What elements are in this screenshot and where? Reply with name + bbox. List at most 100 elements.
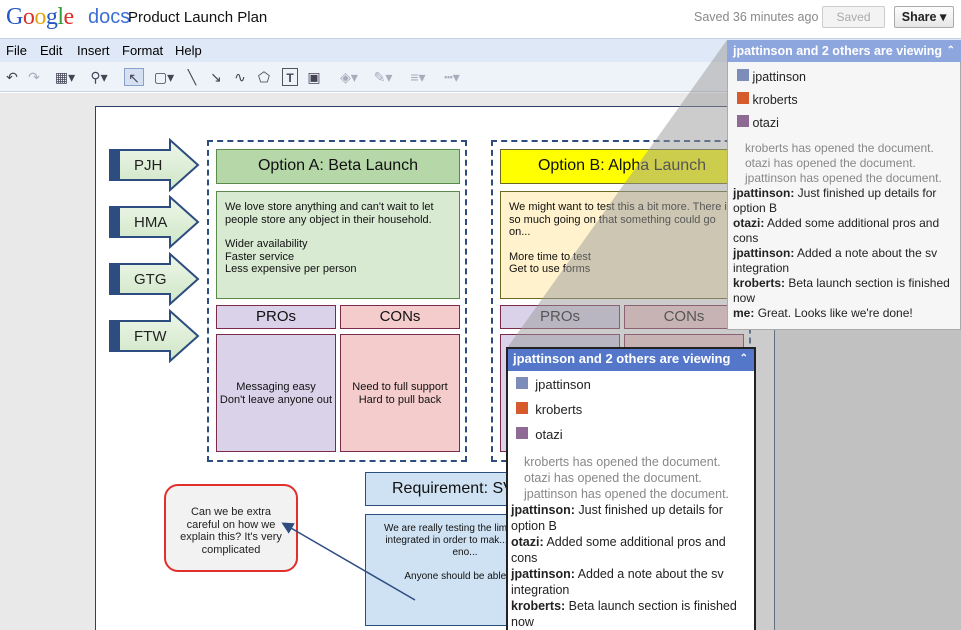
message-user: jpattinson: bbox=[511, 567, 575, 581]
message-user: kroberts: bbox=[511, 599, 566, 613]
cons-line: Hard to pull back bbox=[358, 393, 442, 406]
polyline-icon[interactable]: ∿ bbox=[234, 69, 246, 85]
line-dash-icon[interactable]: ┅▾ bbox=[444, 69, 460, 85]
chat-log-background: kroberts has opened the document. otazi … bbox=[733, 141, 959, 321]
viewer-name: kroberts bbox=[535, 402, 583, 417]
system-message: kroberts has opened the document. bbox=[524, 455, 721, 469]
comment-bubble[interactable]: Can we be extra careful on how we explai… bbox=[164, 484, 298, 572]
arrow-icon[interactable]: ↘ bbox=[210, 69, 222, 85]
zoom-icon[interactable]: ⚲▾ bbox=[90, 69, 108, 85]
message-user: jpattinson: bbox=[733, 186, 795, 200]
line-icon[interactable]: ╲ bbox=[187, 69, 197, 85]
saved-button[interactable]: Saved bbox=[822, 6, 885, 28]
chat-panel-background bbox=[727, 40, 961, 330]
select-icon[interactable]: ↖ bbox=[124, 68, 144, 86]
line-weight-icon[interactable]: ≡▾ bbox=[410, 69, 426, 85]
arrow-tabs-svg bbox=[109, 138, 200, 364]
collapse-icon[interactable]: ⌃ bbox=[739, 353, 748, 364]
viewer-item[interactable]: otazi bbox=[737, 112, 957, 135]
viewer-color-swatch bbox=[737, 69, 749, 81]
redo-icon[interactable]: ↷ bbox=[28, 69, 40, 85]
option-a-bullet: Wider availability bbox=[225, 238, 308, 250]
message-text: Beta launch section is finished now bbox=[733, 276, 950, 305]
line-color-icon[interactable]: ✎▾ bbox=[373, 69, 393, 85]
collapse-icon[interactable]: ⌃ bbox=[946, 45, 955, 56]
message-text: Just finished up details for option B bbox=[733, 186, 937, 215]
viewer-color-swatch bbox=[516, 402, 528, 414]
message-text: Added a note about the sv integration bbox=[733, 246, 938, 275]
chat-message: jpattinson: Just finished up details for… bbox=[511, 502, 755, 534]
chat-message: jpattinson: Added a note about the sv in… bbox=[733, 246, 959, 276]
chat-message: jpattinson: Just finished up details for… bbox=[733, 186, 959, 216]
option-a-cons-cell[interactable]: Need to full support Hard to pull back bbox=[340, 334, 460, 452]
viewer-color-swatch bbox=[516, 377, 528, 389]
option-a-desc-text: We love store anything and can't wait to… bbox=[225, 201, 434, 226]
chat-header-text: jpattinson and 2 others are viewing bbox=[733, 44, 943, 58]
viewer-item[interactable]: jpattinson bbox=[737, 66, 957, 89]
option-a-bullet: Less expensive per person bbox=[225, 263, 357, 275]
undo-icon[interactable]: ↶ bbox=[6, 69, 18, 85]
system-message: jpattinson has opened the document. bbox=[745, 171, 942, 185]
message-user: me: bbox=[733, 306, 755, 320]
viewer-item[interactable]: kroberts bbox=[516, 397, 746, 422]
requirement-text-2: Anyone should be able to... bbox=[404, 571, 526, 582]
fill-color-icon[interactable]: ◈▾ bbox=[340, 69, 358, 85]
menu-edit[interactable]: Edit bbox=[40, 43, 63, 58]
document-title[interactable]: Product Launch Plan bbox=[128, 9, 268, 26]
viewer-list: jpattinson kroberts otazi bbox=[516, 372, 746, 447]
viewer-name: jpattinson bbox=[752, 70, 806, 84]
message-text: Great. Looks like we're done! bbox=[757, 306, 913, 320]
message-user: otazi: bbox=[511, 535, 544, 549]
viewer-item[interactable]: jpattinson bbox=[516, 372, 746, 397]
viewer-name: otazi bbox=[752, 116, 779, 130]
menu-file[interactable]: File bbox=[6, 43, 27, 58]
tab-label-ftw[interactable]: FTW bbox=[134, 328, 167, 345]
viewer-item[interactable]: otazi bbox=[516, 422, 746, 447]
option-a-title[interactable]: Option A: Beta Launch bbox=[216, 149, 460, 184]
system-message: jpattinson has opened the document. bbox=[524, 487, 730, 501]
picture-icon[interactable]: ▣ bbox=[307, 69, 321, 85]
viewer-item[interactable]: kroberts bbox=[737, 89, 957, 112]
chat-message: kroberts: Beta launch section is finishe… bbox=[511, 598, 755, 630]
option-a-pros-cell[interactable]: Messaging easy Don't leave anyone out bbox=[216, 334, 336, 452]
option-a-cons-header[interactable]: CONs bbox=[340, 305, 460, 329]
option-a-description[interactable]: We love store anything and can't wait to… bbox=[216, 191, 460, 299]
menu-insert[interactable]: Insert bbox=[77, 43, 110, 58]
pros-line: Don't leave anyone out bbox=[219, 393, 333, 406]
menu-help[interactable]: Help bbox=[175, 43, 202, 58]
chat-message: jpattinson: Added a note about the sv in… bbox=[511, 566, 755, 598]
comment-arrow bbox=[281, 522, 416, 601]
share-button[interactable]: Share ▾ bbox=[894, 6, 954, 28]
system-message: kroberts has opened the document. bbox=[745, 141, 934, 155]
option-a-pros-header[interactable]: PROs bbox=[216, 305, 336, 329]
viewer-list-background: jpattinson kroberts otazi bbox=[737, 66, 957, 135]
system-message: otazi has opened the document. bbox=[524, 471, 702, 485]
viewer-color-swatch bbox=[737, 115, 749, 127]
requirement-text: We are really testing the limits... full… bbox=[383, 523, 547, 558]
chat-message: me: Great. Looks like we're done! bbox=[733, 306, 959, 321]
chat-panel-zoomed bbox=[506, 347, 756, 630]
polygon-icon[interactable]: ⬠ bbox=[257, 69, 271, 85]
chat-log: kroberts has opened the document. otazi … bbox=[511, 454, 755, 630]
option-a-frame[interactable] bbox=[207, 140, 467, 462]
message-text: Added some additional pros and cons bbox=[733, 216, 940, 245]
tab-label-gtg[interactable]: GTG bbox=[134, 271, 167, 288]
google-logo[interactable]: Google bbox=[6, 4, 74, 30]
chat-header[interactable]: jpattinson and 2 others are viewing ⌃ bbox=[508, 349, 754, 371]
docs-logo-text[interactable]: docs bbox=[88, 6, 131, 28]
tab-label-hma[interactable]: HMA bbox=[134, 214, 168, 231]
chat-header-background[interactable]: jpattinson and 2 others are viewing ⌃ bbox=[727, 40, 961, 62]
message-text: Added a note about the sv integration bbox=[511, 567, 724, 597]
text-icon[interactable]: T bbox=[282, 68, 298, 86]
image-insert-icon[interactable]: ▦▾ bbox=[54, 69, 76, 85]
viewer-color-swatch bbox=[516, 427, 528, 439]
shape-icon[interactable]: ▢▾ bbox=[153, 69, 175, 85]
cons-line: Need to full support bbox=[352, 381, 448, 393]
tab-label-pjh[interactable]: PJH bbox=[134, 157, 163, 174]
tab-arrow-pjh bbox=[109, 138, 200, 193]
system-message: otazi has opened the document. bbox=[745, 156, 916, 170]
menu-format[interactable]: Format bbox=[122, 43, 164, 58]
chat-message: otazi: Added some additional pros and co… bbox=[733, 216, 959, 246]
message-text: Just finished up details for option B bbox=[511, 503, 723, 533]
viewer-name: otazi bbox=[535, 427, 563, 442]
